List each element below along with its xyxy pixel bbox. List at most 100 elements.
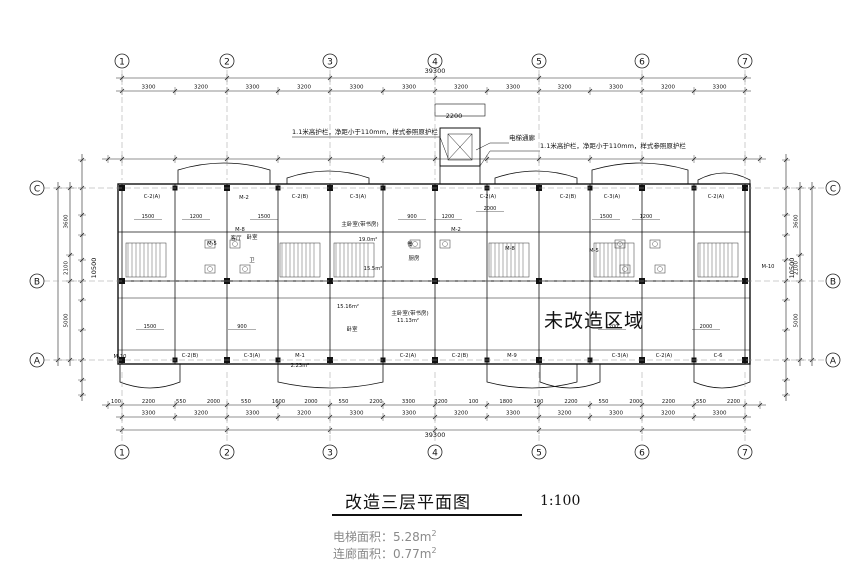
door-tag: M-5 [589, 248, 599, 254]
title-underline [332, 514, 522, 516]
column-axis-bubble [737, 444, 753, 460]
right-outer-chain-value: 5000 [794, 313, 800, 327]
room-label: 主卧室(带书房) [391, 309, 428, 317]
row-axis-label: B [830, 278, 836, 288]
top-bay-chain-value: 3300 [402, 85, 416, 91]
bay-window-top [697, 172, 751, 184]
bottom-detail-value: 1600 [272, 399, 285, 405]
corridor-area-label: 连廊面积： [333, 547, 394, 561]
stair-outline [333, 242, 375, 278]
bottom-detail-value: 1800 [499, 399, 512, 405]
bottom-bay-chain-value: 3300 [142, 411, 156, 417]
unrenovated-zone-label: 未改造区域 [544, 310, 645, 332]
row-axis-label: C [34, 185, 40, 195]
sanitary-fixture [617, 241, 623, 247]
top-total-dim: 39300 [425, 67, 446, 75]
elevator-shaft [439, 127, 481, 167]
room-area: 2.23m² [291, 363, 310, 369]
sanitary-fixture [657, 266, 663, 272]
drawing-scale: 1:100 [540, 493, 581, 509]
elevator-area: 电梯面积：5.28m2 [333, 528, 437, 545]
left-outer-chain-value: 2100 [64, 261, 70, 275]
window-tag: C-2(B) [560, 194, 576, 200]
top-bay-chain-value: 3200 [454, 85, 468, 91]
column-axis-bubble [427, 444, 443, 460]
bottom-bay-chain-value: 3300 [609, 411, 623, 417]
top-bay-chain-value: 3300 [506, 85, 520, 91]
bay-window-top [591, 162, 689, 184]
sanitary-fixture [652, 241, 658, 247]
column-axis-label: 6 [639, 58, 645, 68]
row-axis-label: A [830, 357, 837, 367]
column-axis-bubble [322, 53, 338, 69]
sanitary-fixture [242, 266, 248, 272]
elevator-width-dim: 2200 [446, 112, 463, 120]
bottom-detail-value: 3300 [402, 399, 415, 405]
sanitary-fixture [232, 241, 238, 247]
window-tag: C-2(B) [452, 353, 468, 359]
structural-column [742, 185, 748, 191]
corridor-area: 连廊面积：0.77m2 [333, 545, 437, 562]
passage-leader [475, 142, 509, 151]
top-bay-chain-value: 3200 [194, 85, 208, 91]
bay-window-bottom [693, 364, 751, 389]
sanitary-fixture [409, 239, 421, 249]
elevator-area-value: 5.28m [393, 530, 432, 544]
top-bay-chain-value: 3200 [661, 85, 675, 91]
interior-dim-value: 2000 [484, 206, 497, 212]
bottom-detail-value: 100 [469, 399, 479, 405]
sanitary-fixture [439, 239, 451, 249]
sanitary-fixture [229, 239, 241, 249]
bottom-bay-chain-value: 3200 [194, 411, 208, 417]
row-axis-bubble [825, 352, 841, 368]
railing-note-right: 1.1米高护栏，净距小于110mm，样式参照原护栏 [540, 141, 686, 150]
corridor-area-unit: 2 [431, 546, 437, 555]
bottom-bay-chain-value: 3300 [506, 411, 520, 417]
top-bay-chain-value: 3300 [246, 85, 260, 91]
left-outer-chain-value: 3600 [64, 214, 70, 228]
column-axis-bubble [114, 444, 130, 460]
room-area: 15.16m² [337, 304, 359, 310]
sanitary-fixture [622, 266, 628, 272]
column-axis-bubble [634, 444, 650, 460]
interior-dim-value: 1200 [606, 324, 619, 330]
elevator-passage-label: 电梯通廊 [509, 133, 536, 142]
sanitary-fixture [239, 264, 251, 274]
interior-dim-value: 1500 [142, 214, 155, 220]
corridor-area-value: 0.77m [393, 547, 432, 561]
bottom-bay-chain-value: 3300 [246, 411, 260, 417]
elevator-area-unit: 2 [431, 529, 437, 538]
sanitary-fixture [204, 264, 216, 274]
window-tag: C-3(A) [244, 353, 260, 359]
bottom-detail-value: 2200 [369, 399, 382, 405]
window-tag: C-2(A) [708, 194, 724, 200]
stair-outline [697, 242, 739, 278]
room-label: 餐 [407, 240, 413, 248]
bottom-detail-value: 100 [111, 399, 121, 405]
bay-window-top [286, 170, 370, 184]
bottom-detail-value: 2000 [304, 399, 317, 405]
row-axis-bubble [29, 352, 45, 368]
bottom-detail-value: 2200 [564, 399, 577, 405]
window-tag: C-3(A) [604, 194, 620, 200]
bottom-bay-chain-value: 3200 [297, 411, 311, 417]
interior-dim-value: 1500 [144, 324, 157, 330]
top-bay-chain-value: 3200 [558, 85, 572, 91]
bottom-bay-chain-value: 3300 [713, 411, 727, 417]
row-axis-bubble [29, 180, 45, 196]
bottom-bay-chain-value: 3200 [454, 411, 468, 417]
column-axis-label: 1 [119, 58, 125, 68]
room-label: 卧室 [246, 233, 258, 241]
window-tag: C-2(B) [292, 194, 308, 200]
bay-window-bottom [277, 364, 384, 389]
bottom-bay-chain-value: 3300 [350, 411, 364, 417]
room-label: 客厅 [230, 234, 242, 242]
interior-dim-value: 1200 [442, 214, 455, 220]
column-axis-bubble [219, 444, 235, 460]
door-tag: M-10 [114, 354, 127, 360]
row-axis-label: C [830, 185, 836, 195]
stair-outline [279, 242, 321, 278]
stair-outline [125, 242, 167, 278]
column-axis-label: 2 [224, 58, 230, 68]
